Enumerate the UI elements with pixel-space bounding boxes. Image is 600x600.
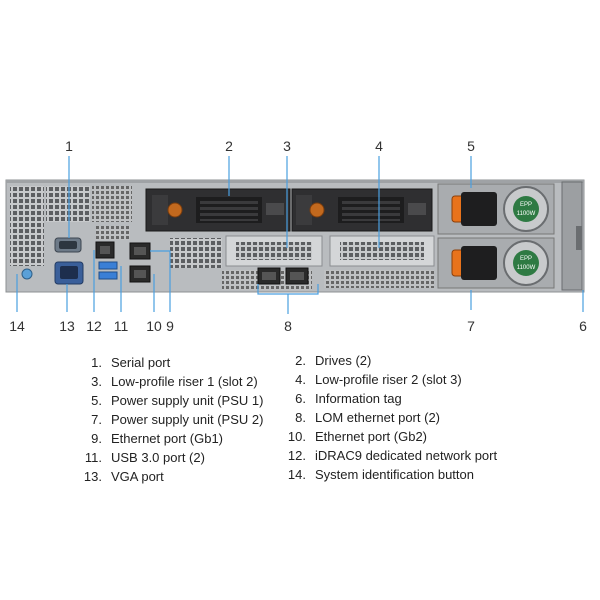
riser-2 (329, 235, 435, 267)
legend-item-14: 14.System identification button (287, 467, 474, 482)
callout-4: 4 (375, 138, 383, 154)
legend-item-12: 12.iDRAC9 dedicated network port (287, 448, 498, 463)
callout-10: 10 (146, 318, 162, 334)
callout-lines (16, 156, 584, 314)
callout-6: 6 (579, 318, 587, 334)
drive-bay-1 (145, 188, 291, 232)
legend-item-11: 11.USB 3.0 port (2) (84, 450, 205, 465)
system-id-button (21, 268, 33, 280)
ethernet-gb-ports (129, 242, 151, 283)
usb-ports (98, 261, 118, 280)
left-vent-panel (10, 186, 44, 266)
legend-item-5: 5.Power supply unit (PSU 1) (91, 393, 264, 408)
legend-item-6: 6.Information tag (295, 391, 402, 406)
serial-port (54, 237, 82, 253)
psu-1-rating: 1100W (517, 211, 536, 217)
lom-ethernet-ports (257, 267, 309, 285)
vga-port (54, 261, 84, 285)
idrac-port (95, 241, 115, 259)
callout-3: 3 (283, 138, 291, 154)
legend-item-1: 1.Serial port (91, 355, 171, 370)
legend-item-2: 2.Drives (2) (295, 353, 372, 368)
callout-12: 12 (86, 318, 102, 334)
callout-7: 7 (467, 318, 475, 334)
riser-1 (225, 235, 323, 267)
psu-2-badge: EPP (520, 256, 532, 262)
psu-2 (437, 237, 555, 289)
callout-13: 13 (59, 318, 75, 334)
callout-11: 11 (113, 318, 129, 334)
legend-item-9: 9.Ethernet port (Gb1) (91, 431, 223, 446)
information-tag (561, 181, 583, 291)
callout-9: 9 (166, 318, 174, 334)
psu-1-badge: EPP (520, 202, 532, 208)
legend-item-8: 8.LOM ethernet port (2) (295, 410, 440, 425)
legend-item-10: 10.Ethernet port (Gb2) (287, 429, 427, 444)
psu-1 (437, 183, 555, 235)
callout-5: 5 (467, 138, 475, 154)
legend-item-13: 13.VGA port (83, 469, 164, 484)
callout-2: 2 (225, 138, 233, 154)
callout-14: 14 (9, 318, 25, 334)
psu-2-rating: 1100W (517, 265, 536, 271)
legend-item-7: 7.Power supply unit (PSU 2) (91, 412, 264, 427)
callout-8: 8 (284, 318, 292, 334)
drive-bay-2 (291, 188, 433, 232)
callout-1: 1 (65, 138, 73, 154)
legend-item-4: 4.Low-profile riser 2 (slot 3) (295, 372, 462, 387)
legend-item-3: 3.Low-profile riser 1 (slot 2) (91, 374, 258, 389)
